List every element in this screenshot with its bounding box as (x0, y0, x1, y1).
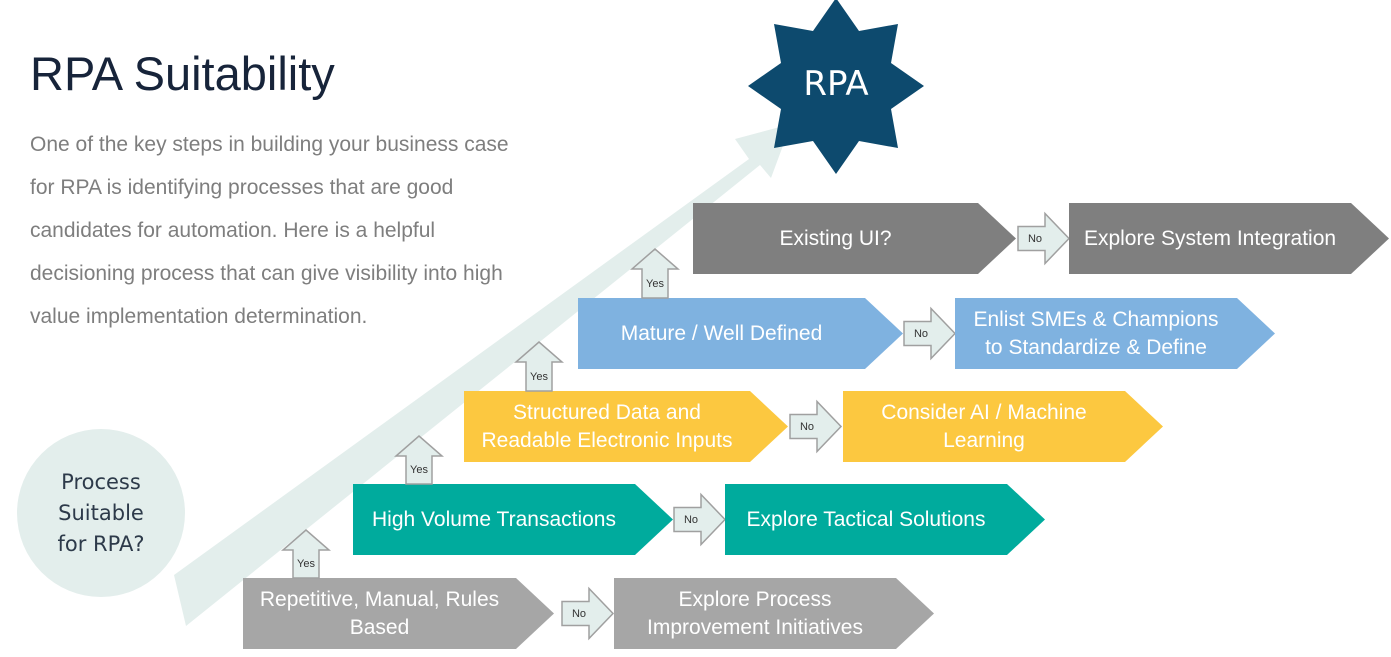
alternative-shape (725, 484, 1045, 555)
criterion-shape (243, 578, 554, 649)
alternative-label-line: Learning (943, 428, 1025, 452)
criterion-shape (464, 391, 788, 462)
page-title: RPA Suitability (30, 47, 335, 100)
no-arrow (1017, 211, 1071, 266)
criterion-label-line: Repetitive, Manual, Rules (259, 587, 500, 611)
start-label-line: Suitable (58, 500, 144, 525)
yes-arrow (513, 341, 565, 392)
yes-label: Yes (410, 464, 428, 476)
no-arrow (903, 306, 957, 361)
no-arrow (673, 492, 727, 547)
rpa-star (748, 0, 924, 174)
yes-arrow (280, 529, 332, 579)
criterion-label-line: High Volume Transactions (372, 507, 616, 531)
no-label: No (799, 420, 815, 433)
rpa-star-label: RPA (803, 64, 869, 104)
start-circle (17, 429, 185, 597)
alternative-label: Explore System Integration (1069, 203, 1351, 274)
alternative-label-line: Explore Tactical Solutions (746, 507, 986, 531)
yes-label: Yes (530, 370, 548, 383)
criterion-label-line: Readable Electronic Inputs (481, 428, 733, 452)
start-label-line: for RPA? (57, 531, 145, 556)
alternative-label-line: to Standardize & Define (985, 335, 1207, 359)
no-arrow (561, 586, 615, 641)
intro-paragraph: One of the key steps in building your bu… (30, 133, 509, 328)
alternative-label-line: Explore Process (678, 587, 832, 611)
alternative-label-line: Consider AI / Machine (881, 400, 1087, 424)
alternative-label: Explore Tactical Solutions (725, 484, 1007, 555)
yes-label: Yes (646, 277, 664, 290)
alternative-label-line: Improvement Initiatives (647, 615, 863, 639)
criterion-label: Mature / Well Defined (578, 298, 865, 369)
criterion-shape (353, 484, 673, 555)
no-arrow (789, 399, 843, 454)
yes-arrow (629, 248, 681, 299)
alternative-label: Enlist SMEs & Champions to Standardize & … (955, 298, 1237, 369)
criterion-label: Existing UI? (693, 203, 978, 274)
alternative-shape (955, 298, 1275, 369)
criterion-label-line: Structured Data and (513, 400, 701, 424)
alternative-label-line: Explore System Integration (1083, 226, 1337, 250)
no-label: No (571, 607, 587, 620)
criterion-label-line: Mature / Well Defined (620, 321, 823, 345)
no-label: No (913, 327, 929, 340)
criterion-shape (578, 298, 903, 369)
criterion-shape (693, 203, 1016, 274)
no-label: No (683, 513, 699, 526)
criterion-label: High Volume Transactions (353, 484, 635, 555)
alternative-shape (614, 578, 934, 649)
alternative-shape (1069, 203, 1389, 274)
growth-arrow (174, 124, 791, 626)
yes-label: Yes (297, 558, 315, 570)
start-label-line: Process (61, 469, 141, 494)
criterion-label-line: Based (349, 615, 410, 639)
alternative-shape (843, 391, 1163, 462)
no-label: No (1027, 232, 1043, 245)
alternative-label-line: Enlist SMEs & Champions (973, 307, 1219, 331)
criterion-label-line: Existing UI? (779, 226, 892, 250)
yes-arrow (393, 435, 445, 485)
